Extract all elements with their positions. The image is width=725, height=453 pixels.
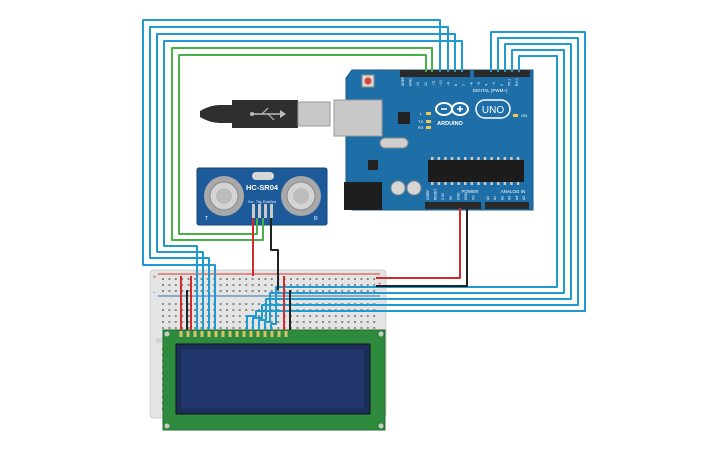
crystal [379, 137, 409, 149]
sensor-t-mark: T [205, 216, 208, 222]
wire-blue[interactable] [264, 49, 565, 330]
pin-label: 5V [449, 195, 453, 200]
led-tx-label: TX [418, 119, 423, 124]
digital-header-left [400, 70, 470, 77]
digital-label: DIGITAL (PWM~) [473, 88, 508, 93]
power-label: POWER [461, 189, 479, 194]
usb-port [333, 99, 383, 137]
ultrasonic-sensor[interactable]: HC-SR04 T R Vcc Trig Echo Gnd [196, 167, 328, 226]
pin-label: RESET [434, 189, 438, 200]
wire-blue[interactable] [258, 43, 572, 330]
rail-minus-mark: - [153, 290, 155, 296]
led-rx-label: RX [418, 125, 424, 130]
pin-label: Vin [472, 195, 476, 200]
pin-label: ~10 [439, 80, 443, 86]
pin-label: 8 [454, 84, 458, 86]
pin-label: GND [409, 78, 413, 86]
led-rx [426, 126, 431, 129]
led-tx [426, 120, 431, 123]
pin-label: A4 [515, 196, 519, 200]
pin-label: A2 [500, 196, 504, 200]
led-on-label: ON [521, 113, 527, 118]
pin-label: 4 [485, 84, 489, 86]
usb-plug-metal [297, 101, 331, 127]
wire-black-sensor-gnd[interactable] [270, 218, 279, 290]
pin-label: ~6 [469, 82, 473, 86]
pin-label: AREF [401, 77, 405, 86]
sensor-pins [252, 204, 273, 218]
wire-green-echo[interactable] [178, 54, 427, 235]
pin-label: ~3 [492, 82, 496, 86]
analog-label: ANALOG IN [501, 189, 526, 194]
led-on [513, 114, 518, 117]
pin-label: GND [464, 192, 468, 200]
sensor-pin-trig: Trig [256, 200, 262, 204]
sensor-pin-echo: Echo [263, 200, 270, 204]
lcd-mount-hole [378, 423, 384, 429]
arduino-uno[interactable]: UNO ARDUINO DIGITAL (PWM~) POWER ANALOG … [333, 69, 534, 211]
sensor-crystal [252, 172, 274, 180]
usb-chip [398, 112, 410, 124]
wire-green-trig[interactable] [171, 47, 433, 241]
pin-label: 2 [500, 84, 504, 86]
regulator-chip [368, 160, 378, 170]
pin-label: A1 [493, 196, 497, 200]
usb-cable [200, 100, 331, 128]
uno-badge [475, 99, 511, 119]
pin-label: ~11 [431, 80, 435, 86]
pin-label: 7 [462, 84, 466, 86]
pin-label: 12 [424, 82, 428, 86]
led-l [426, 112, 431, 115]
wire-blue[interactable] [142, 19, 441, 330]
wires [142, 19, 586, 330]
pin-label: 3.3V [441, 192, 445, 200]
sensor-pin-gnd: Gnd [270, 200, 276, 204]
arduino-logo-icon [435, 102, 469, 116]
capacitor [406, 180, 422, 196]
capacitor [390, 180, 406, 196]
sensor-r-mark: R [314, 216, 318, 222]
reset-button-cap[interactable] [364, 77, 372, 85]
atmega-chip [428, 160, 524, 182]
sensor-pin-vcc: Vcc [248, 200, 254, 204]
sensor-model-label: HC-SR04 [246, 183, 279, 192]
lcd-pin-header [179, 331, 288, 337]
pin-label: GND [456, 192, 460, 200]
pin-label: RX 0 [515, 78, 519, 86]
arduino-brand-label: ARDUINO [437, 121, 463, 127]
power-jack [344, 182, 382, 210]
pin-label: IOREF [426, 190, 430, 200]
pin-label: TX 1 [507, 79, 511, 86]
pin-label: A3 [508, 196, 512, 200]
wire-red-5v[interactable] [376, 208, 461, 279]
pin-label: A5 [522, 196, 526, 200]
pin-label: A0 [486, 196, 490, 200]
lcd-mount-hole [164, 331, 170, 337]
usb-cable-end [200, 105, 232, 123]
wire-blue[interactable] [252, 37, 579, 330]
analog-header [485, 202, 529, 209]
pin-label: 13 [416, 82, 420, 86]
power-header [425, 202, 481, 209]
led-l-label: L [420, 111, 423, 116]
wire-black-gnd[interactable] [376, 208, 468, 287]
lcd-module[interactable] [162, 329, 386, 431]
pin-label: ~5 [477, 82, 481, 86]
uno-label: UNO [482, 105, 504, 116]
wire-blue[interactable] [163, 40, 463, 330]
rail-plus-mark: + [153, 275, 157, 281]
lcd-mount-hole [164, 423, 170, 429]
wire-blue[interactable] [246, 31, 586, 330]
usb-symbol-icon [250, 107, 286, 121]
lcd-mount-hole [378, 331, 384, 337]
digital-header-right [474, 70, 530, 77]
pin-label: ~9 [447, 82, 451, 86]
lcd-screen [182, 350, 364, 408]
